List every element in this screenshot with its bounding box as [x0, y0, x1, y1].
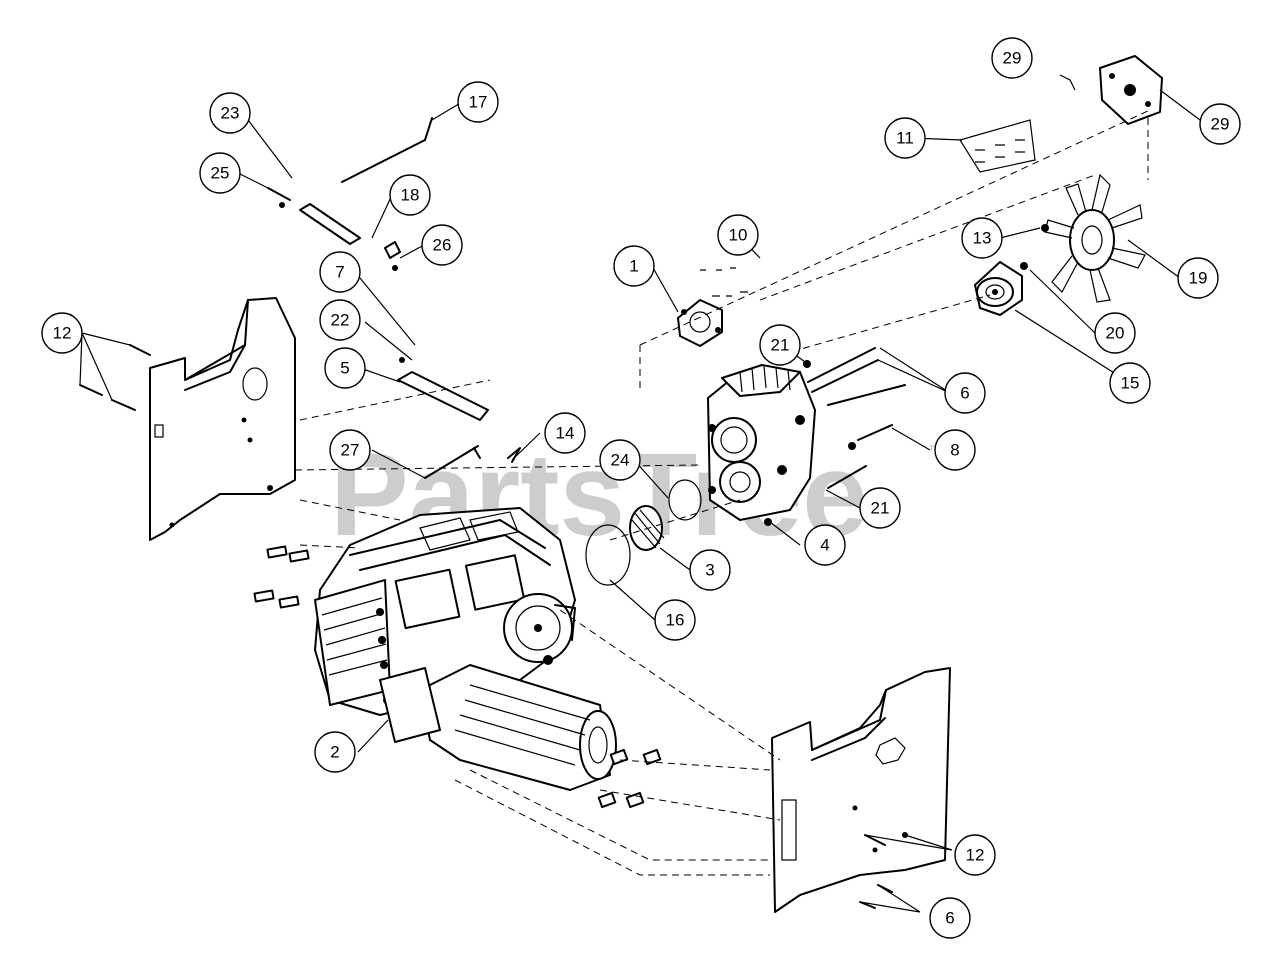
- callout-21-a: 21: [759, 324, 801, 366]
- right-mounting-bracket: [771, 667, 951, 913]
- linkage-rods: [267, 117, 521, 479]
- callout-label: 25: [211, 164, 230, 183]
- callout-label: 29: [1211, 115, 1230, 134]
- callout-label: 17: [469, 93, 488, 112]
- callout-14: 14: [544, 412, 586, 454]
- callout-label: 1: [629, 257, 638, 276]
- callout-label: 27: [341, 441, 360, 460]
- callout-10: 10: [717, 214, 759, 256]
- callout-label: 6: [945, 909, 954, 928]
- callout-label: 7: [335, 263, 344, 282]
- callout-29-b: 29: [1199, 103, 1241, 145]
- pulley: [974, 261, 1023, 316]
- callout-17: 17: [457, 81, 499, 123]
- callout-1: 1: [613, 245, 655, 287]
- callout-label: 12: [53, 324, 72, 343]
- callout-label: 21: [771, 336, 790, 355]
- callout-label: 18: [401, 186, 420, 205]
- callout-23: 23: [209, 92, 251, 134]
- callout-label: 26: [433, 236, 452, 255]
- callout-6-a: 6: [944, 372, 986, 414]
- center-section-parts: [677, 119, 1036, 347]
- callout-18: 18: [389, 174, 431, 216]
- callout-3: 3: [689, 549, 731, 591]
- transaxle-housing: [253, 507, 662, 809]
- callout-26: 26: [421, 224, 463, 266]
- cooling-fan: [1044, 173, 1146, 303]
- callout-13: 13: [961, 217, 1003, 259]
- callout-label: 2: [330, 743, 339, 762]
- callout-label: 15: [1121, 374, 1140, 393]
- callout-6-b: 6: [929, 897, 971, 939]
- callout-2: 2: [314, 731, 356, 773]
- callout-label: 8: [950, 441, 959, 460]
- callout-label: 29: [1003, 49, 1022, 68]
- callout-7: 7: [319, 251, 361, 293]
- callout-25: 25: [199, 152, 241, 194]
- callout-label: 16: [666, 611, 685, 630]
- callout-label: 12: [966, 846, 985, 865]
- callout-16: 16: [654, 599, 696, 641]
- callout-label: 20: [1106, 324, 1125, 343]
- callout-label: 23: [221, 104, 240, 123]
- callout-21-b: 21: [859, 487, 901, 529]
- hydro-pump: [707, 364, 816, 526]
- control-arm-assembly: [1099, 55, 1163, 125]
- callout-12-a: 12: [41, 312, 83, 354]
- callout-label: 10: [729, 226, 748, 245]
- callout-8: 8: [934, 429, 976, 471]
- callout-5: 5: [324, 347, 366, 389]
- callout-29-a: 29: [991, 37, 1033, 79]
- callout-22: 22: [319, 299, 361, 341]
- callout-label: 11: [896, 129, 914, 148]
- callout-24: 24: [599, 439, 641, 481]
- callout-label: 4: [820, 536, 829, 555]
- callout-label: 19: [1189, 269, 1208, 288]
- callout-27: 27: [329, 429, 371, 471]
- callout-11: 11: [884, 117, 926, 159]
- left-mounting-bracket: [149, 297, 296, 541]
- callout-label: 5: [340, 359, 349, 378]
- callout-19: 19: [1177, 257, 1219, 299]
- callout-label: 21: [871, 499, 890, 518]
- bolts: [79, 202, 1049, 909]
- callout-label: 3: [705, 561, 714, 580]
- callout-label: 6: [960, 384, 969, 403]
- callout-4: 4: [804, 524, 846, 566]
- callout-label: 14: [556, 424, 575, 443]
- callout-label: 13: [973, 229, 992, 248]
- callout-15: 15: [1109, 362, 1151, 404]
- callout-label: 22: [331, 311, 350, 330]
- callout-label: 24: [611, 451, 630, 470]
- callout-20: 20: [1094, 312, 1136, 354]
- callout-12-b: 12: [954, 834, 996, 876]
- seal-components: [585, 479, 702, 586]
